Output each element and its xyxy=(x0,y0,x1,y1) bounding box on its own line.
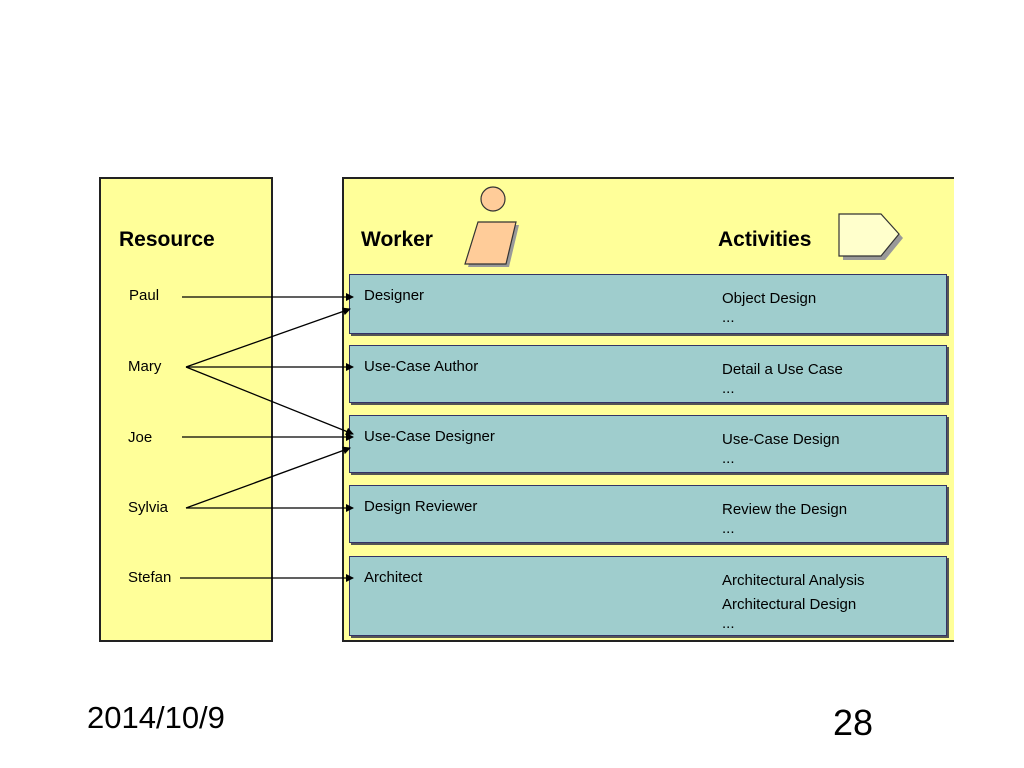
resource-joe: Joe xyxy=(128,429,153,446)
role-box-design-reviewer: Design Reviewer Review the Design ... xyxy=(349,485,947,543)
role-activities: Use-Case Design ... xyxy=(722,428,840,466)
role-box-use-case-author: Use-Case Author Detail a Use Case ... xyxy=(349,345,947,403)
role-title: Architect xyxy=(364,569,423,586)
activity-item: Review the Design xyxy=(722,501,848,518)
activity-item: Architectural Design xyxy=(722,596,857,613)
role-activities: Review the Design ... xyxy=(722,498,847,536)
role-box-use-case-designer: Use-Case Designer Use-Case Design ... xyxy=(349,415,947,473)
activity-ellipsis: ... xyxy=(722,450,735,467)
worker-icon xyxy=(464,186,519,267)
activity-item: Detail a Use Case xyxy=(722,361,843,378)
activity-item: Architectural Analysis xyxy=(722,572,865,589)
activity-ellipsis: ... xyxy=(722,615,735,632)
role-title: Designer xyxy=(364,287,425,304)
resource-paul: Paul xyxy=(129,287,160,304)
activity-ellipsis: ... xyxy=(722,520,735,537)
slide-page-number: 28 xyxy=(833,702,874,743)
role-box-architect: Architect Architectural Analysis Archite… xyxy=(349,556,947,636)
activities-heading: Activities xyxy=(718,228,812,251)
role-box-designer: Designer Object Design ... xyxy=(349,274,947,334)
role-activities: Architectural Analysis Architectural Des… xyxy=(722,569,865,631)
slide-date: 2014/10/9 xyxy=(87,700,225,735)
activity-item: Use-Case Design xyxy=(722,431,840,448)
resource-stefan: Stefan xyxy=(128,569,172,586)
role-activities: Detail a Use Case ... xyxy=(722,358,843,396)
resource-heading: Resource xyxy=(119,228,215,251)
activity-item: Object Design xyxy=(722,290,817,307)
role-title: Use-Case Designer xyxy=(364,428,495,445)
role-activities: Object Design ... xyxy=(722,287,816,325)
activity-ellipsis: ... xyxy=(722,380,735,397)
role-title: Design Reviewer xyxy=(364,498,478,515)
activity-icon xyxy=(838,213,903,260)
activity-ellipsis: ... xyxy=(722,309,735,326)
role-title: Use-Case Author xyxy=(364,358,479,375)
resource-sylvia: Sylvia xyxy=(128,499,169,516)
resource-mary: Mary xyxy=(128,358,162,375)
worker-heading: Worker xyxy=(361,228,433,251)
